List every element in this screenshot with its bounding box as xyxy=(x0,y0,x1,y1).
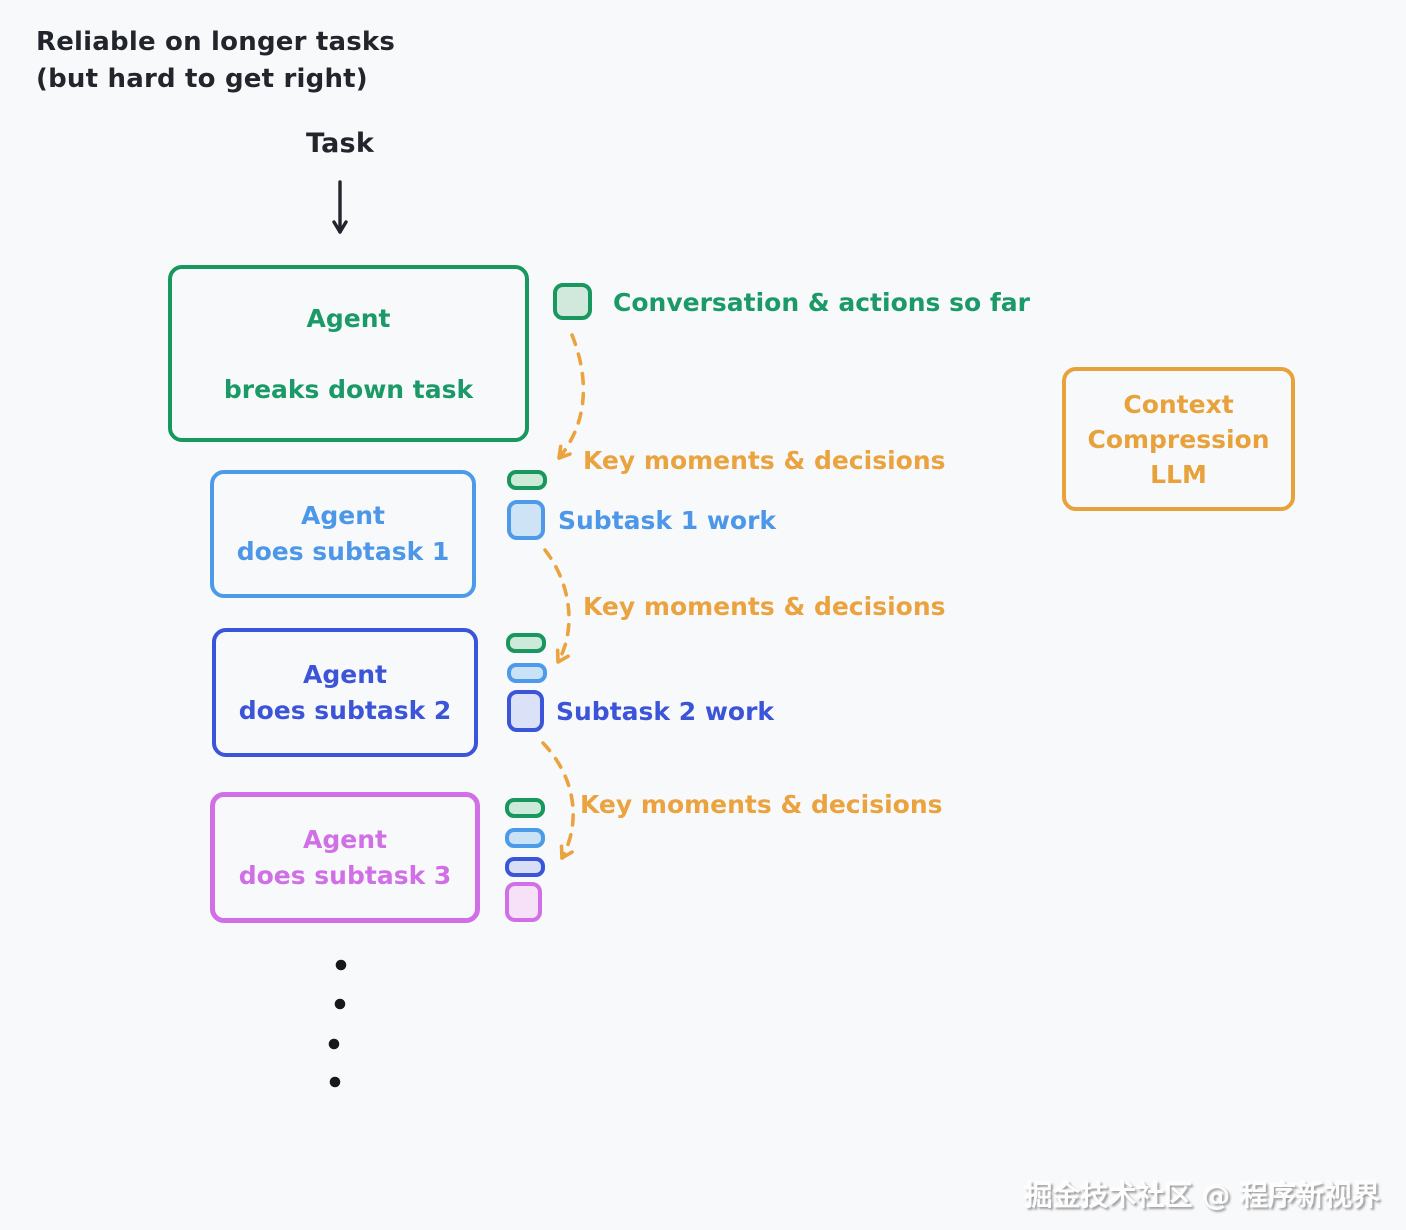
context-compression-line-2: Compression xyxy=(1087,424,1270,454)
subtask2-work-token xyxy=(507,690,544,732)
agent-subtask3-subtitle: does subtask 3 xyxy=(238,860,452,890)
compressed-green-token-3 xyxy=(505,798,545,818)
key-moments-arrow-1 xyxy=(557,333,586,460)
agent-breakdown-box: Agent breaks down task xyxy=(168,265,529,442)
key-moments-arrow-2 xyxy=(543,548,571,664)
title-line-2: (but hard to get right) xyxy=(36,64,368,94)
subtask1-work-token xyxy=(507,500,545,540)
key-moments-label-2: Key moments & decisions xyxy=(583,592,946,621)
agent-breakdown-subtitle: breaks down task xyxy=(223,374,474,404)
key-moments-label-3: Key moments & decisions xyxy=(580,790,943,819)
agent-subtask2-box: Agent does subtask 2 xyxy=(212,628,478,757)
compressed-blue-token-3 xyxy=(505,828,545,848)
watermark: 掘金技术社区 @ 程序新视界 xyxy=(1024,1179,1381,1212)
agent-subtask1-box: Agent does subtask 1 xyxy=(210,470,476,598)
subtask1-work-label: Subtask 1 work xyxy=(558,506,777,535)
subtask3-work-token xyxy=(505,882,542,922)
conversation-label: Conversation & actions so far xyxy=(613,288,1030,317)
page-title: Reliable on longer tasks (but hard to ge… xyxy=(36,24,395,98)
agent-subtask2-subtitle: does subtask 2 xyxy=(238,695,452,725)
agent-subtask1-title: Agent xyxy=(301,501,385,530)
agent-breakdown-title: Agent xyxy=(306,303,391,333)
compressed-blue-token-2 xyxy=(507,663,547,683)
task-label: Task xyxy=(306,128,374,159)
agent-subtask3-title: Agent xyxy=(303,824,387,854)
subtask2-work-label: Subtask 2 work xyxy=(556,697,775,726)
context-compression-line-1: Context xyxy=(1123,389,1234,419)
context-compression-line-3: LLM xyxy=(1150,459,1207,489)
agent-subtask2-title: Agent xyxy=(303,659,387,689)
key-moments-arrow-3 xyxy=(541,741,575,860)
conversation-token-icon xyxy=(553,283,592,320)
agent-subtask1-subtitle: does subtask 1 xyxy=(236,537,450,566)
continuation-dots xyxy=(328,959,347,1088)
title-line-1: Reliable on longer tasks xyxy=(36,27,396,57)
key-moments-label-1: Key moments & decisions xyxy=(583,446,946,475)
agent-subtask3-box: Agent does subtask 3 xyxy=(210,792,480,923)
compressed-green-token-2 xyxy=(506,633,546,653)
compressed-green-token-1 xyxy=(507,470,547,490)
compressed-royal-token-3 xyxy=(505,857,545,877)
context-compression-box: Context Compression LLM xyxy=(1062,367,1295,511)
